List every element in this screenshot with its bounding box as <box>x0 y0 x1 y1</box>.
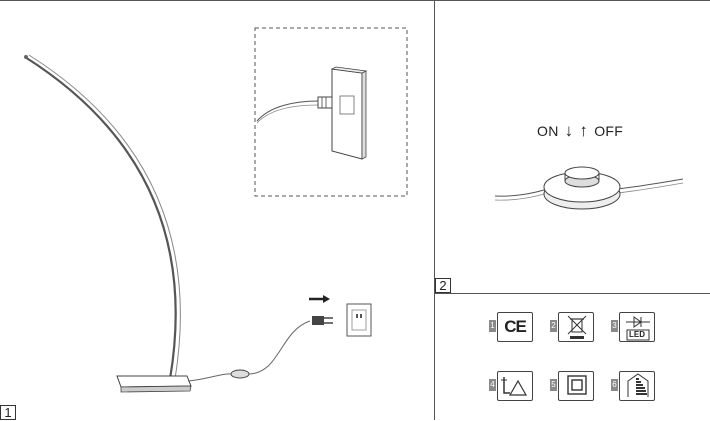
ce-mark-icon: CE <box>497 312 533 342</box>
switch-instruction: ON ↓ ↑ OFF <box>537 121 624 140</box>
symbol-index: 1 <box>489 320 496 332</box>
panel-number-1: 1 <box>0 405 16 420</box>
detail-cable <box>256 100 319 122</box>
foot-switch-illustration <box>494 166 684 210</box>
double-square-icon <box>558 371 594 401</box>
on-label: ON <box>537 123 559 139</box>
panel-symbols: 1 CE 2 3 LED 4 5 <box>435 294 710 420</box>
detail-plug <box>317 96 333 109</box>
panel-lamp-setup: 1 <box>0 0 435 420</box>
symbol-index: 4 <box>489 379 496 391</box>
crossed-bin-icon <box>558 312 594 342</box>
symbol-index: 5 <box>550 379 557 391</box>
detail-box <box>254 27 408 197</box>
symbol-index: 2 <box>550 320 557 332</box>
lamp-head <box>24 55 28 59</box>
lamp-cable <box>187 373 235 382</box>
symbol-index: 6 <box>611 379 618 391</box>
arrow-up-icon: ↑ <box>579 121 589 140</box>
panel-foot-switch: ON ↓ ↑ OFF 2 <box>435 0 710 294</box>
arrow-down-icon: ↓ <box>564 121 574 140</box>
off-label: OFF <box>594 123 624 139</box>
lamp-arc <box>24 56 177 380</box>
led-diode-icon: LED <box>619 312 655 342</box>
wall-outlet-small <box>346 303 372 337</box>
panel-number-2: 2 <box>435 278 451 293</box>
switch-cable-left <box>494 188 548 197</box>
foot-switch <box>230 369 250 379</box>
symbol-index: 3 <box>611 320 618 332</box>
plug <box>312 316 324 325</box>
switch-cable-right <box>616 178 684 190</box>
lamp-base <box>116 375 192 388</box>
energy-class-icon <box>619 371 655 401</box>
lamp-triangle-icon <box>497 371 533 401</box>
lamp-arc-inner <box>28 54 181 380</box>
lamp-illustration <box>24 27 408 393</box>
